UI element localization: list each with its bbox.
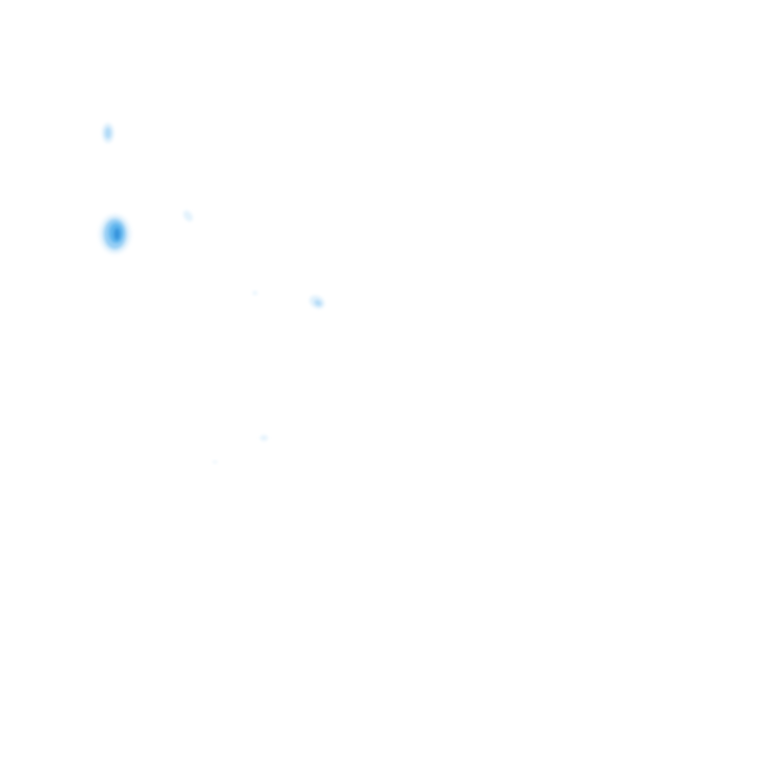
blob-3 xyxy=(183,210,193,222)
blob-6 xyxy=(260,435,268,441)
blob-5 xyxy=(309,295,325,309)
blob-4 xyxy=(252,291,258,295)
blob-2 xyxy=(100,215,130,253)
blob-1 xyxy=(102,123,114,143)
blob-7 xyxy=(213,460,217,464)
